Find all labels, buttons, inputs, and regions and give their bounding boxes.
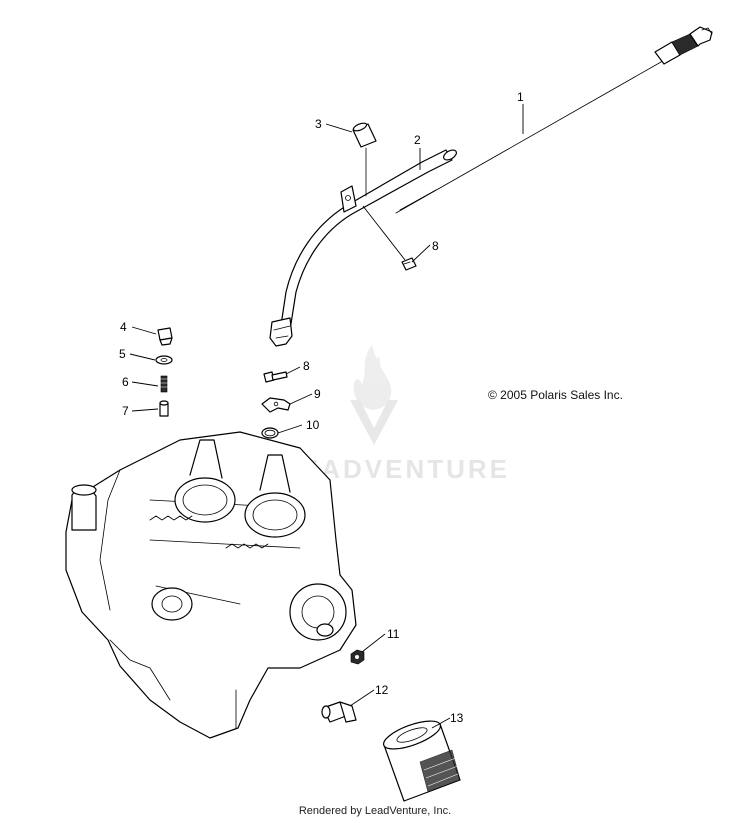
callout-3: 3 (315, 117, 322, 131)
plunger-7-part (159, 400, 169, 417)
callout-4: 4 (120, 320, 127, 334)
footer-credit: Rendered by LeadVenture, Inc. (298, 805, 452, 817)
washer-5-part (155, 355, 173, 365)
bracket-9-part (261, 397, 291, 413)
engine-crankcase (65, 431, 357, 739)
callout-10: 10 (306, 418, 320, 432)
callout-9: 9 (314, 387, 321, 401)
o-ring-10-part (261, 427, 279, 439)
callout-labels: 1 2 3 8 4 5 6 7 8 9 10 11 12 13 (119, 90, 524, 725)
dipstick-tube-part (269, 149, 457, 347)
oil-filter-13-part (383, 720, 461, 802)
callout-2: 2 (414, 133, 421, 147)
bolt-4-part (157, 327, 173, 346)
callout-11: 11 (387, 627, 400, 641)
fitting-12-part (321, 701, 357, 723)
callout-6: 6 (122, 375, 129, 389)
sleeve-part (352, 122, 377, 197)
callout-12: 12 (375, 683, 389, 697)
callout-13: 13 (450, 711, 464, 725)
callout-8-upper: 8 (432, 239, 439, 253)
callout-7: 7 (122, 404, 129, 418)
callout-1: 1 (517, 90, 524, 104)
leader-lines (129, 104, 524, 729)
dipstick-part (395, 26, 713, 214)
copyright-text: © 2005 Polaris Sales Inc. (488, 388, 623, 402)
bolt-lower-part (263, 371, 288, 383)
callout-8-lower: 8 (303, 359, 310, 373)
leadventure-watermark: LEADVENTURE (282, 345, 507, 484)
nut-11-part (350, 649, 365, 665)
callout-5: 5 (119, 347, 126, 361)
spring-6-part (160, 375, 168, 393)
bolt-upper-part (362, 205, 417, 271)
